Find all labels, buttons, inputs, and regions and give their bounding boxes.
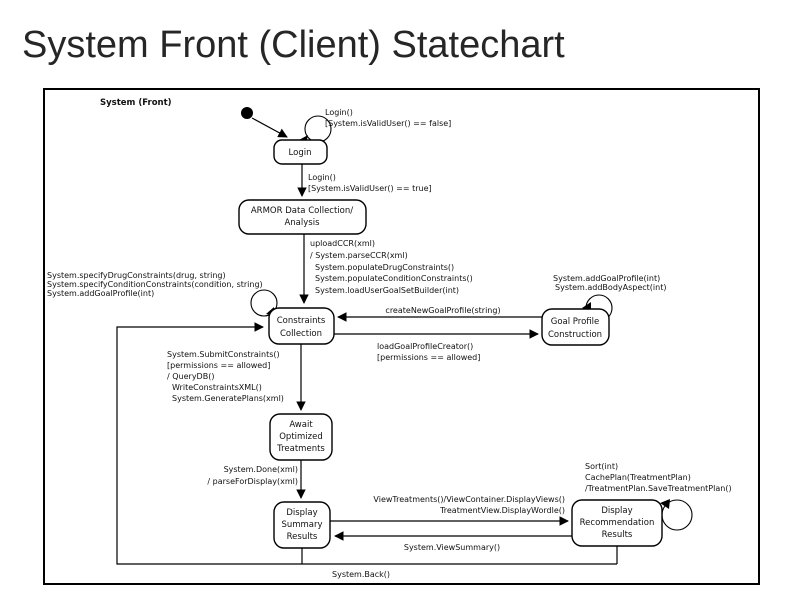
state-await-label-2: Optimized [279,432,323,442]
login-to-armor-guard: [System.isValidUser() == true] [308,184,432,193]
constraints-to-await-label-3: / QueryDB() [167,372,214,381]
login-to-armor-label: Login() [308,173,336,182]
recommendation-self-label-1: Sort(int) [585,462,618,471]
state-armor [238,199,367,235]
constraints-to-goal-label: loadGoalProfileCreator() [377,342,473,351]
state-await-label-3: Treatments [276,444,325,454]
armor-to-constraints-label-1: uploadCCR(xml) [310,239,375,248]
constraints-self-label-3: System.addGoalProfile(int) [47,289,154,298]
statechart-frame: System (Front) Login Login() [System.isV… [43,88,760,585]
goal-to-constraints-label: createNewGoalProfile(string) [385,306,500,315]
back-edge-main [116,322,617,565]
recommendation-self-label-2: CachePlan(TreatmentPlan) [585,473,691,482]
armor-to-constraints-label-3: System.populateDrugConstraints() [315,263,454,272]
state-goal-profile [541,308,610,346]
goal-self-label-1: System.addGoalProfile(int) [553,274,660,283]
constraints-to-await-label-1: System.SubmitConstraints() [167,350,280,359]
state-login [273,139,328,165]
summary-to-recommendation-label-2: TreatmentView.DisplayWordle() [439,506,565,515]
frame-label: System (Front) [100,98,172,108]
recommendation-to-summary-label: System.ViewSummary() [404,543,500,552]
constraints-self-loop [250,289,278,317]
constraints-self-label-2: System.specifyConditionConstraints(condi… [47,280,263,289]
await-to-summary-label-1: System.Done(xml) [224,465,298,474]
state-recommendation-label-2: Recommendation [580,518,655,528]
state-goal-profile-label-1: Goal Profile [551,317,600,327]
armor-to-constraints-label-4: System.populateConditionConstraints() [315,274,473,283]
recommendation-self-loop-arrowhead [660,499,670,509]
constraints-to-await-label-4: WriteConstraintsXML() [172,383,262,392]
login-self-guard: [System.isValidUser() == false] [325,119,451,128]
state-summary-label-3: Results [287,532,318,542]
constraints-to-await-label-5: System.GeneratePlans(xml) [172,394,284,403]
constraints-self-label-1: System.specifyDrugConstraints(drug, stri… [47,271,226,280]
back-edge-label: System.Back() [332,570,390,579]
goal-self-label-2: System.addBodyAspect(int) [555,283,666,292]
initial-state-dot [241,107,253,119]
state-summary-label-2: Summary [281,520,322,530]
recommendation-self-label-3: /TreatmentPlan.SaveTreatmentPlan() [585,484,732,493]
constraints-to-await-label-2: [permissions == allowed] [167,361,270,370]
state-recommendation-label-3: Results [602,530,633,540]
state-armor-label-2: Analysis [284,218,320,228]
statechart-svg: System (Front) Login Login() [System.isV… [47,98,732,579]
state-login-label: Login [289,148,312,158]
page-title: System Front (Client) Statechart [22,24,565,66]
login-self-label: Login() [325,108,353,117]
state-constraints-label-1: Constraints [277,316,326,326]
state-recommendation-label-1: Display [601,506,632,516]
state-constraints-label-2: Collection [280,329,322,339]
summary-to-recommendation-label-1: ViewTreatments()/ViewContainer.DisplayVi… [373,495,565,504]
state-summary-label-1: Display [286,508,317,518]
state-goal-profile-label-2: Construction [548,330,602,340]
state-await-label-1: Await [289,420,313,430]
await-to-summary-label-2: / parseForDisplay(xml) [207,477,298,486]
state-armor-label-1: ARMOR Data Collection/ [251,206,353,216]
initial-to-login-arrow [251,117,288,138]
constraints-to-goal-guard: [permissions == allowed] [377,353,480,362]
armor-to-constraints-label-2: / System.parseCCR(xml) [310,251,408,260]
armor-to-constraints-label-5: System.loadUserGoalSetBuilder(int) [315,286,459,295]
